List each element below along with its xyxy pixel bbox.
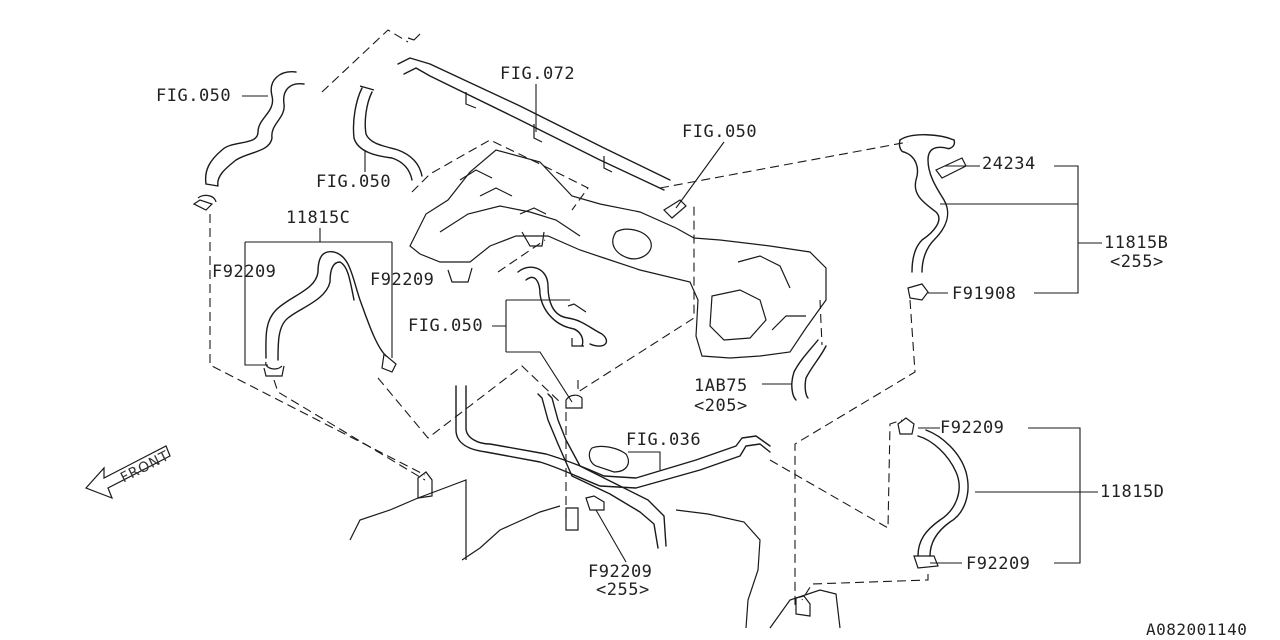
lower-body-outlines [349,471,841,629]
hoses [192,33,969,569]
label-part-1ab75[interactable]: 1AB75 [694,376,748,396]
label-fig050-upper[interactable]: FIG.050 [682,122,758,142]
dashed-reference-lines [209,29,929,610]
label-fig050-lower[interactable]: FIG.050 [408,316,484,336]
intake-manifold [409,149,827,359]
label-f92209-bottom[interactable]: F92209 [588,562,653,582]
label-part-1ab75-qty: <205> [694,396,748,416]
hose-fig050-center [352,87,413,181]
label-f91908[interactable]: F91908 [952,284,1017,304]
label-fig050-center[interactable]: FIG.050 [316,172,392,192]
label-part-11815c[interactable]: 11815C [286,208,351,228]
hose-11815d [917,435,960,557]
label-f92209-right-top[interactable]: F92209 [940,418,1005,438]
label-part-11815b-qty: <255> [1110,252,1164,272]
label-f92209-left[interactable]: F92209 [212,262,277,282]
label-f92209-right-bottom[interactable]: F92209 [966,554,1031,574]
hose-11815b [899,134,955,273]
label-part-11815b[interactable]: 11815B [1104,233,1169,253]
hose-fig050-lower [517,266,608,347]
leader-lines [242,84,1102,564]
label-part-11815d[interactable]: 11815D [1100,482,1165,502]
label-f92209-mid[interactable]: F92209 [370,270,435,290]
label-fig036[interactable]: FIG.036 [626,430,702,450]
pipe-fig036 [455,385,771,489]
diagram-id: A082001140 [1146,620,1248,639]
label-fig050-top-left[interactable]: FIG.050 [156,86,232,106]
label-f92209-bottom-qty: <255> [596,580,650,600]
front-arrow-icon [84,445,171,500]
hose-top-left [204,71,297,185]
hose-11815c-left [265,251,387,359]
hose-1ab75 [791,339,819,401]
label-fig072[interactable]: FIG.072 [500,64,576,84]
pipe-fig072 [397,57,671,181]
label-part-24234[interactable]: 24234 [982,154,1036,174]
